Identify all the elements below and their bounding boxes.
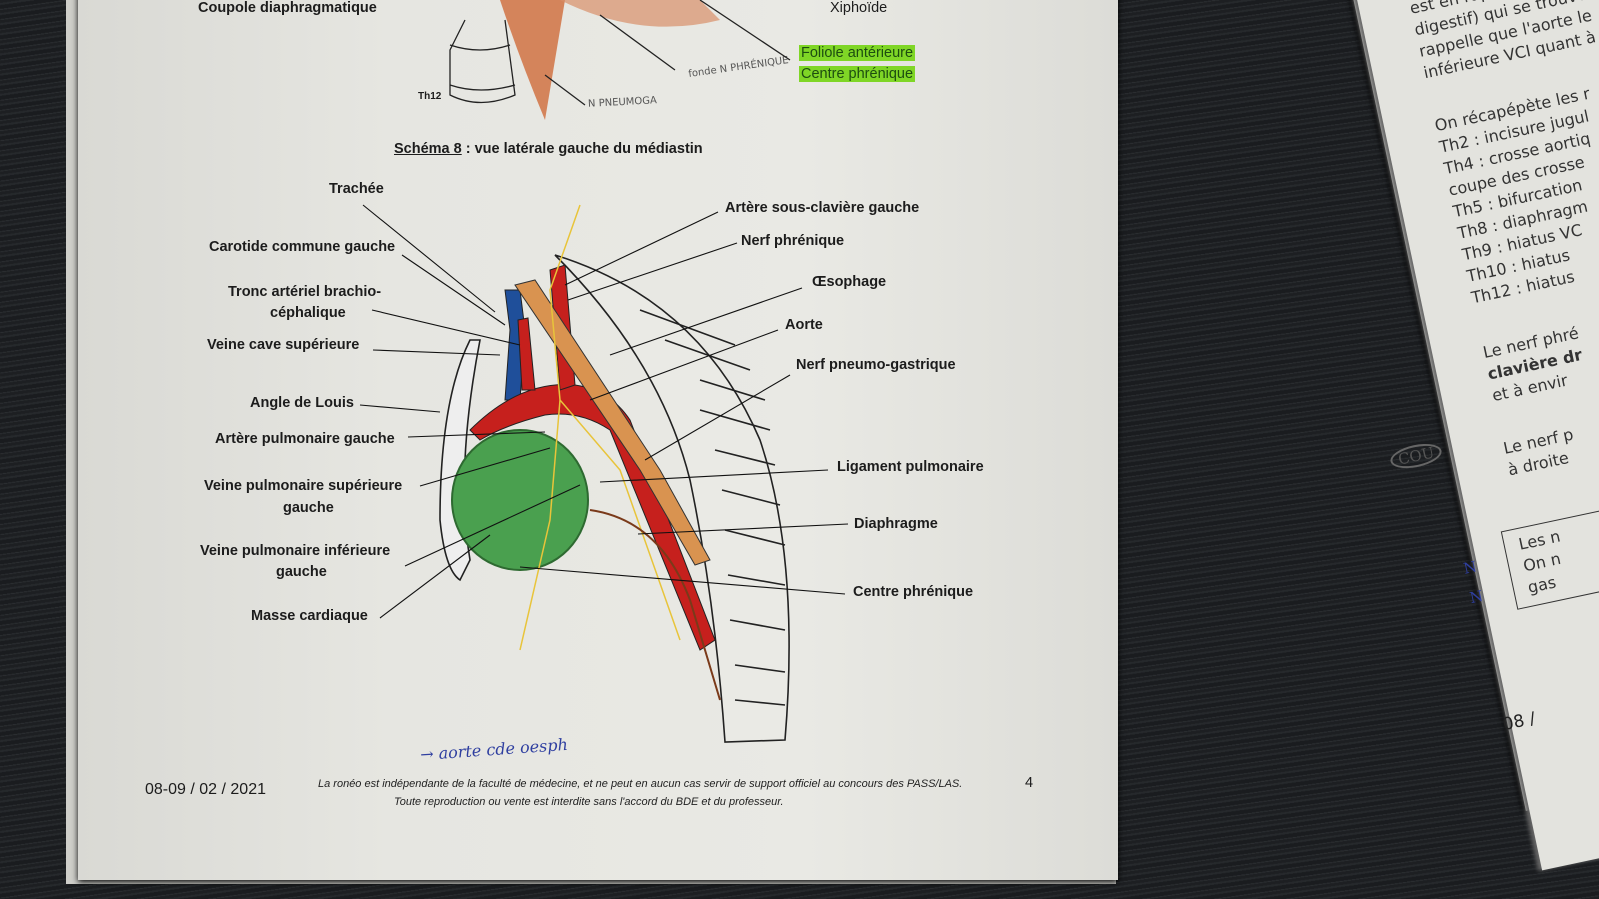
label-coupole: Coupole diaphragmatique: [198, 0, 377, 16]
side-text-box: Les n On n gas: [1500, 506, 1599, 610]
label-centre-highlight: Centre phrénique: [799, 66, 916, 82]
label-vps-2: gauche: [283, 500, 334, 516]
aortic-branches-shape: [517, 264, 576, 391]
caption-text: : vue latérale gauche du médiastin: [461, 141, 703, 157]
caption-label: Schéma 8: [394, 141, 462, 157]
main-page: [78, 0, 1118, 880]
label-foliole-highlight: Foliole antérieure: [799, 45, 916, 61]
page-number: 4: [1025, 775, 1034, 791]
footer-date: 08-09 / 02 / 2021: [145, 781, 266, 798]
top-diagram-fragment: [449, 0, 791, 120]
thoracic-wall: [439, 254, 790, 743]
leader-lines: [359, 204, 849, 619]
label-th12: Th12: [418, 91, 442, 102]
label-vpi-2: gauche: [276, 564, 327, 580]
label-oesophage: Œsophage: [812, 274, 887, 290]
esophagus-shape: [514, 279, 711, 566]
heart-mass-shape: [451, 429, 589, 571]
margin-note-n: N: [1461, 557, 1479, 578]
nerve-lines: [519, 204, 681, 651]
side-box-line: gas: [1526, 572, 1558, 597]
label-diaphragme: Diaphragme: [854, 516, 938, 532]
footer-disclaimer-2: Toute reproduction ou vente est interdit…: [394, 796, 784, 808]
label-artere-pulmonaire: Artère pulmonaire gauche: [215, 431, 395, 447]
label-xiphoide: Xiphoïde: [830, 0, 888, 16]
label-pneumo-gastrique: Nerf pneumo-gastrique: [796, 357, 956, 373]
label-sous-claviere: Artère sous-clavière gauche: [725, 200, 920, 216]
label-nerf-phrenique: Nerf phrénique: [741, 233, 845, 249]
label-carotide: Carotide commune gauche: [209, 239, 396, 255]
label-ligament: Ligament pulmonaire: [837, 459, 984, 475]
label-vpi: Veine pulmonaire inférieure: [200, 543, 391, 559]
margin-note-n: N: [1468, 586, 1485, 608]
label-trachee: Trachée: [329, 181, 384, 197]
label-tronc-2: céphalique: [270, 305, 346, 321]
label-vcs: Veine cave supérieure: [207, 337, 360, 353]
label-masse-cardiaque: Masse cardiaque: [251, 608, 368, 624]
label-aorte: Aorte: [785, 317, 823, 333]
label-vps: Veine pulmonaire supérieure: [204, 478, 403, 494]
side-box-line: On n: [1521, 548, 1563, 576]
footer-disclaimer-1: La ronéo est indépendante de la faculté …: [318, 778, 963, 790]
label-angle-louis: Angle de Louis: [250, 395, 354, 411]
figure-caption: Schéma 8 : vue latérale gauche du médias…: [394, 141, 703, 157]
label-tronc: Tronc artériel brachio-: [228, 284, 382, 300]
label-centre-phrenique: Centre phrénique: [853, 584, 974, 600]
pulmonary-ligament-shape: [589, 509, 721, 701]
